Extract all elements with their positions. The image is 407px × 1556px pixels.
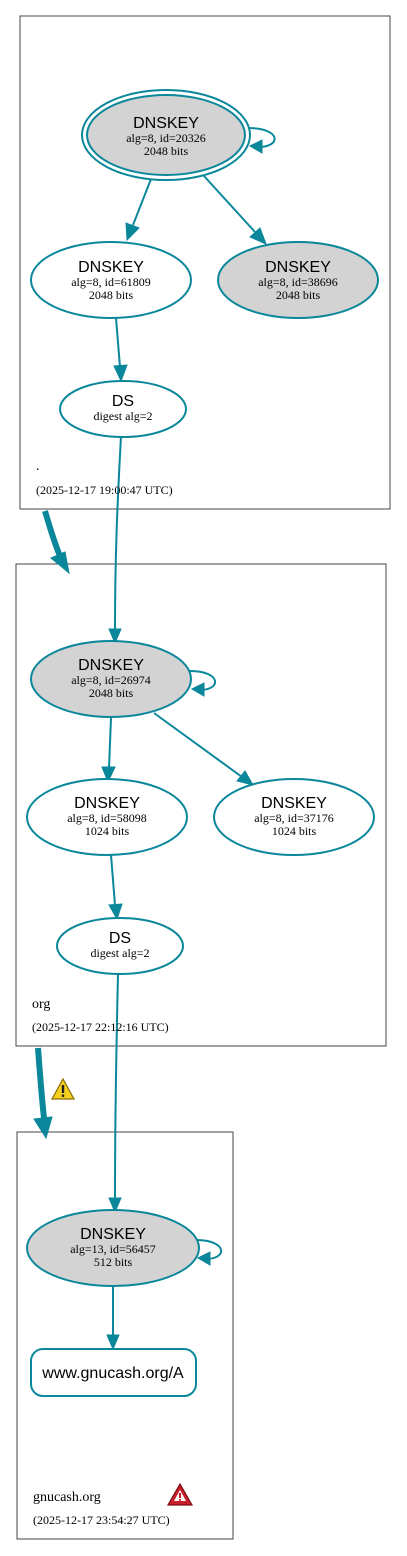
edge-org-zsk1-to-ds (110, 854, 116, 906)
node-title: DNSKEY (74, 795, 140, 812)
node-detail: alg=8, id=61809 (71, 275, 151, 289)
node-detail: alg=8, id=20326 (126, 131, 206, 145)
node-shape (30, 1348, 197, 1397)
arrowhead (108, 628, 122, 645)
arrowhead (248, 139, 263, 154)
node-detail: alg=8, id=26974 (71, 673, 151, 687)
arrowhead (106, 1334, 120, 1351)
zone-cluster-gnucash (16, 1131, 234, 1540)
node-detail: 2048 bits (144, 144, 189, 158)
node-detail: 1024 bits (272, 824, 317, 838)
edge-org-ksk-to-zsk1 (108, 717, 112, 769)
node-title: DNSKEY (78, 259, 144, 276)
zone-name-org: org (32, 997, 50, 1012)
edge-org-ds-to-gnucash-ksk (114, 973, 119, 1199)
dnskey-node-org-zsk-58098[interactable]: DNSKEY alg=8, id=58098 1024 bits (26, 778, 188, 856)
node-title: DNSKEY (80, 1226, 146, 1243)
arrowhead (113, 364, 128, 383)
error-mark (179, 1493, 181, 1498)
delegation-edge-org-gnucash (35, 1047, 47, 1119)
zone-name-gnucash: gnucash.org (33, 1490, 101, 1505)
arrowhead (236, 770, 255, 786)
dnskey-node-org-ksk[interactable]: DNSKEY alg=8, id=26974 2048 bits (30, 640, 192, 718)
node-detail: digest alg=2 (93, 409, 152, 423)
warning-dot (61, 1094, 65, 1097)
delegation-edge-root-org (42, 510, 63, 558)
node-detail: alg=8, id=37176 (254, 811, 334, 825)
node-detail: alg=8, id=38696 (258, 275, 338, 289)
ds-node-org[interactable]: DS digest alg=2 (56, 917, 184, 975)
arrowhead (249, 227, 267, 245)
dnskey-node-gnucash-ksk[interactable]: DNSKEY alg=13, id=56457 512 bits (26, 1209, 200, 1287)
node-title: DS (109, 930, 131, 947)
zone-timestamp-org: (2025-12-17 22:12:16 UTC) (32, 1020, 169, 1034)
arrowhead (101, 766, 116, 784)
node-title: DNSKEY (261, 795, 327, 812)
node-shape (26, 1209, 200, 1287)
arrowhead (196, 1251, 211, 1266)
arrowhead (108, 1197, 122, 1214)
node-detail: alg=8, id=58098 (67, 811, 147, 825)
dnskey-node-root-ksk[interactable]: DNSKEY alg=8, id=20326 2048 bits (81, 89, 251, 181)
error-icon[interactable] (166, 1482, 194, 1506)
node-shape (59, 380, 187, 438)
arrowhead (33, 1116, 53, 1140)
warning-mark (61, 1085, 65, 1093)
arrowhead (108, 903, 123, 921)
node-detail: 2048 bits (89, 288, 134, 302)
node-detail: digest alg=2 (90, 946, 149, 960)
zone-timestamp-gnucash: (2025-12-17 23:54:27 UTC) (33, 1513, 170, 1527)
node-detail: alg=13, id=56457 (70, 1242, 156, 1256)
node-detail: 512 bits (94, 1255, 133, 1269)
node-title: DNSKEY (265, 259, 331, 276)
node-shape (30, 640, 192, 718)
zone-timestamp-root: (2025-12-17 19:00:47 UTC) (36, 483, 173, 497)
edge-org-ksk-to-zsk2 (153, 712, 243, 778)
arrowhead (190, 682, 205, 697)
node-detail: 2048 bits (89, 686, 134, 700)
node-shape (217, 241, 379, 319)
zone-cluster-root (19, 15, 391, 510)
error-dot (179, 1499, 181, 1501)
node-shape (56, 917, 184, 975)
ksk-inner-ring (86, 94, 246, 176)
dnskey-node-root-zsk-61809[interactable]: DNSKEY alg=8, id=61809 2048 bits (30, 241, 192, 319)
node-title: www.gnucash.org/A (41, 1365, 184, 1382)
zone-name-root: . (36, 459, 40, 474)
arrowhead (50, 551, 70, 575)
node-shape (213, 778, 375, 856)
rrset-node-www-gnucash-a[interactable]: www.gnucash.org/A (30, 1348, 197, 1397)
node-detail: 2048 bits (276, 288, 321, 302)
ds-node-root[interactable]: DS digest alg=2 (59, 380, 187, 438)
node-shape (30, 241, 192, 319)
node-title: DNSKEY (78, 657, 144, 674)
edge-root-ksk-to-zsk2 (203, 175, 256, 233)
dnskey-node-org-zsk-37176[interactable]: DNSKEY alg=8, id=37176 1024 bits (213, 778, 375, 856)
edge-root-ksk-to-zsk1 (132, 178, 152, 226)
node-title: DNSKEY (133, 115, 199, 132)
node-detail: 1024 bits (85, 824, 130, 838)
dnskey-node-root-zsk-38696[interactable]: DNSKEY alg=8, id=38696 2048 bits (217, 241, 379, 319)
node-title: DS (112, 393, 134, 410)
arrowhead (125, 222, 140, 242)
edge-root-zsk1-to-ds (115, 317, 121, 368)
warning-icon[interactable] (50, 1077, 76, 1100)
node-shape (26, 778, 188, 856)
edge-root-ds-to-org-ksk (114, 435, 122, 631)
zone-cluster-org (15, 563, 387, 1047)
